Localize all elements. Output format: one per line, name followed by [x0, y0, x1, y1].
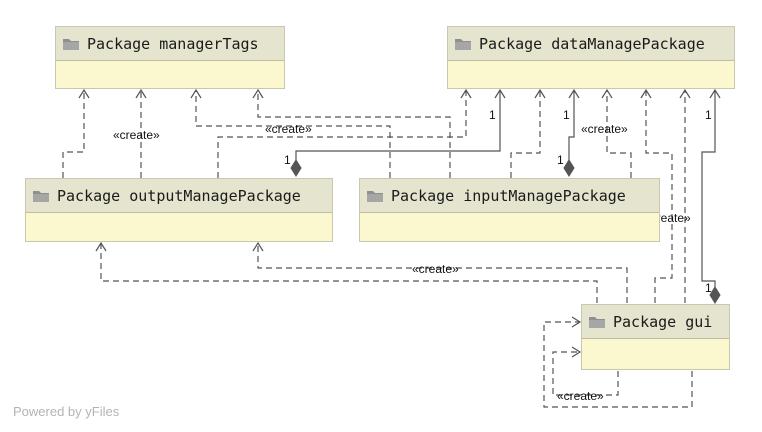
arrowhead	[571, 346, 582, 358]
arrowhead	[78, 88, 90, 99]
package-outputManagePackage[interactable]: Package outputManagePackage	[25, 178, 333, 242]
package-header: Package dataManagePackage	[448, 27, 734, 61]
arrowhead	[679, 88, 691, 99]
package-title: Package outputManagePackage	[57, 186, 301, 205]
package-title: Package managerTags	[87, 34, 259, 53]
package-gui[interactable]: Package gui	[581, 304, 730, 370]
package-header: Package outputManagePackage	[26, 179, 332, 213]
composition-diamond-output	[290, 159, 302, 177]
dep-gui-self-1	[543, 321, 693, 408]
folder-icon	[33, 190, 49, 202]
arrowhead	[640, 88, 652, 99]
package-inputManagePackage[interactable]: Package inputManagePackage	[359, 178, 660, 242]
folder-icon	[367, 190, 383, 202]
dep-output-to-tags-left	[62, 90, 85, 178]
composition-diamond-input	[563, 159, 575, 177]
assoc-gui-data	[701, 90, 716, 287]
package-title: Package dataManagePackage	[479, 34, 705, 53]
package-title: Package inputManagePackage	[391, 186, 626, 205]
arrowhead	[601, 88, 613, 99]
arrowhead	[571, 316, 582, 328]
folder-icon	[589, 316, 605, 328]
multiplicity: 1	[705, 108, 712, 122]
assoc-input-data	[568, 90, 575, 160]
arrowhead	[534, 88, 546, 99]
multiplicity: 1	[284, 153, 291, 167]
edge-label-create: «create»	[581, 122, 628, 136]
assoc-output-data	[295, 90, 501, 160]
composition-diamond-gui	[709, 286, 721, 304]
package-header: Package managerTags	[56, 27, 284, 61]
dep-input-to-tags-1	[195, 90, 391, 178]
dep-input-to-data-2	[606, 90, 632, 178]
arrowhead	[252, 88, 264, 99]
watermark: Powered by yFiles	[13, 404, 120, 419]
dep-gui-to-data-1	[645, 90, 673, 303]
package-title: Package gui	[613, 312, 713, 331]
dep-input-to-data-1	[510, 90, 541, 178]
dep-input-to-tags-2	[257, 90, 451, 178]
multiplicity: 1	[563, 108, 570, 122]
edge-label-create: «create»	[265, 122, 312, 136]
dep-gui-to-output-1	[100, 243, 598, 303]
edge-label-create: «create»	[113, 128, 160, 142]
package-header: Package inputManagePackage	[360, 179, 659, 213]
edge-label-create: «create»	[412, 262, 459, 276]
arrowhead	[252, 241, 264, 252]
arrowhead	[135, 88, 147, 99]
arrowhead	[460, 88, 472, 99]
multiplicity: 1	[557, 153, 564, 167]
package-header: Package gui	[582, 305, 729, 339]
multiplicity: 1	[705, 281, 712, 295]
dep-output-to-data	[217, 90, 467, 178]
edge-label-create: «create»	[557, 389, 604, 403]
folder-icon	[63, 38, 79, 50]
arrowhead	[190, 88, 202, 99]
folder-icon	[455, 38, 471, 50]
package-dataManagePackage[interactable]: Package dataManagePackage	[447, 26, 735, 89]
arrowhead	[95, 241, 107, 252]
dep-gui-self-2	[552, 351, 619, 396]
multiplicity: 1	[489, 108, 496, 122]
package-managerTags[interactable]: Package managerTags	[55, 26, 285, 89]
